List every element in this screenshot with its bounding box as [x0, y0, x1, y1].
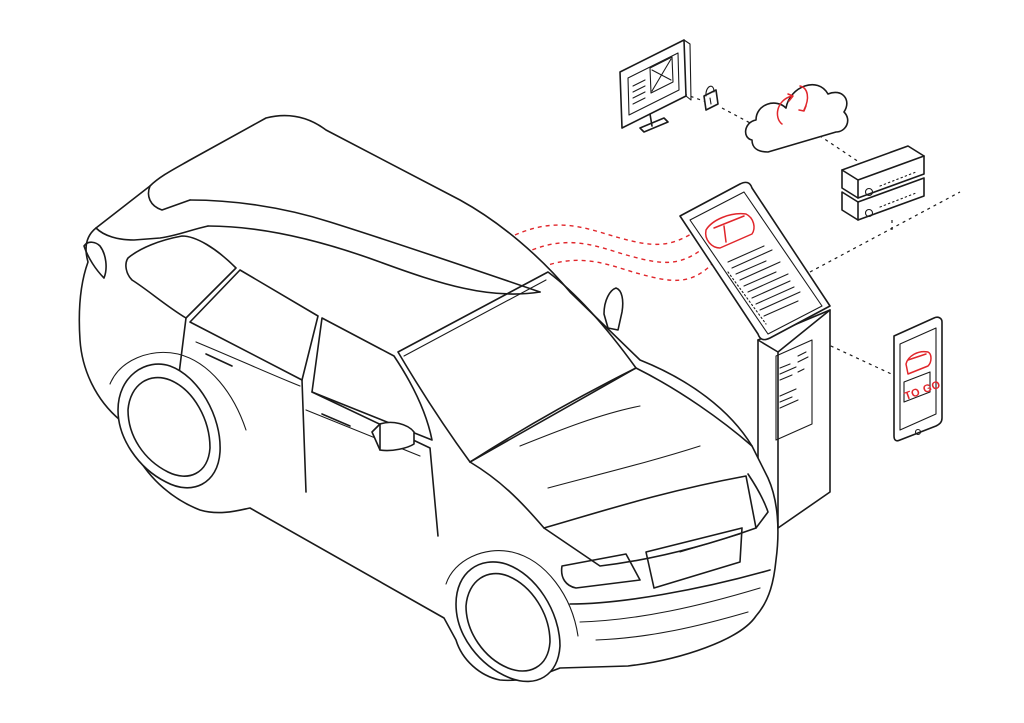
lock-icon: [703, 85, 719, 111]
wireless-signal-waves: [514, 224, 713, 281]
cloud-sync-icon: [744, 83, 849, 153]
smartphone-icon: TO GO: [893, 316, 943, 442]
kiosk-attendant-silhouette: [603, 287, 624, 331]
monitor-icon: [619, 39, 692, 133]
car-illustration: [78, 114, 779, 683]
server-icon: [841, 145, 925, 221]
network-connections: [683, 93, 961, 379]
kiosk-terminal: [679, 181, 831, 529]
